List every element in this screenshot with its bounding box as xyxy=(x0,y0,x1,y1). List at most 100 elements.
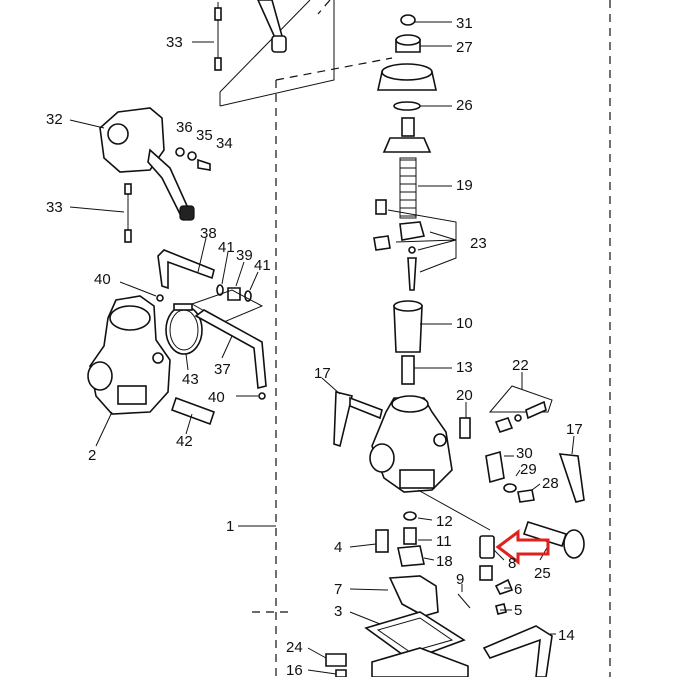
label-25: 25 xyxy=(534,565,551,582)
part-37-hose xyxy=(194,309,267,390)
parts-34-35-36 xyxy=(175,147,211,171)
pin-9 xyxy=(457,593,471,609)
needle-holder-stem xyxy=(401,117,415,137)
pilot-washer xyxy=(514,414,522,422)
housing-boss xyxy=(107,123,129,145)
cable-rod-end-bottom xyxy=(214,57,222,71)
label-41-right: 41 xyxy=(254,257,271,274)
jets-group xyxy=(349,511,435,567)
label-30: 30 xyxy=(516,445,533,462)
part-5-screw xyxy=(495,603,507,615)
part-7-float xyxy=(349,575,439,617)
hose-14 xyxy=(482,625,553,677)
part-26-oring xyxy=(393,101,421,111)
label-27: 27 xyxy=(456,39,473,56)
red-arrow-icon xyxy=(495,529,550,565)
part-43-clamp xyxy=(165,303,203,371)
carb-right-bowl-cover xyxy=(399,469,435,489)
label-16: 16 xyxy=(286,662,303,677)
label-20: 20 xyxy=(456,387,473,404)
needle-jet xyxy=(401,355,415,385)
part-8-group xyxy=(479,535,505,561)
top-cap-stack xyxy=(377,14,452,111)
part-24-plate xyxy=(325,653,347,667)
clip-41-right xyxy=(244,290,252,302)
cable-bracket-line-2 xyxy=(219,0,335,107)
spring-19-coils xyxy=(400,159,416,217)
carb-right-fitting xyxy=(433,433,447,447)
cable-rod-lower-bottom xyxy=(124,229,132,243)
part-3-gasket-bowl xyxy=(349,611,469,677)
highlight-arrow xyxy=(495,529,550,565)
label-9: 9 xyxy=(456,571,464,588)
part-10-throttle-valve xyxy=(393,300,452,353)
choke-knob xyxy=(563,529,585,559)
part-6 xyxy=(494,578,514,595)
label-38: 38 xyxy=(200,225,217,242)
float-7 xyxy=(388,575,439,617)
carb-right-intake xyxy=(369,443,395,473)
clip-40-upper xyxy=(156,294,164,302)
label-3: 3 xyxy=(334,603,342,620)
part-17-hoses xyxy=(321,377,585,503)
dashed-boundary-corner xyxy=(317,0,331,15)
label-35: 35 xyxy=(196,127,213,144)
label-39: 39 xyxy=(236,247,253,264)
carb-left-fitting xyxy=(152,352,164,364)
clamp-43 xyxy=(165,305,203,355)
washer-36 xyxy=(175,147,185,157)
gasket-3-inner xyxy=(376,617,454,653)
right-carburetor-body xyxy=(369,395,491,531)
label-33-lower: 33 xyxy=(46,199,63,216)
fitting-39 xyxy=(227,287,241,301)
needle-clip xyxy=(408,246,416,254)
part-33-lower xyxy=(69,183,132,243)
label-17-right: 17 xyxy=(566,421,583,438)
part-cap-top xyxy=(381,63,433,81)
washer-35 xyxy=(187,151,197,161)
label-5: 5 xyxy=(514,602,522,619)
label-18: 18 xyxy=(436,553,453,570)
label-36: 36 xyxy=(176,119,193,136)
part-22-pilot-screw xyxy=(488,372,553,433)
label-34: 34 xyxy=(216,135,233,152)
cable-rod-end-top xyxy=(214,7,222,21)
label-10: 10 xyxy=(456,315,473,332)
part-27-top xyxy=(395,34,421,46)
part-2-carburetor-left xyxy=(87,295,171,447)
bracket-30 xyxy=(485,450,505,484)
leader-to-25 xyxy=(417,489,491,531)
part-40-upper xyxy=(119,281,164,302)
cable-rod-lower-top xyxy=(124,183,132,195)
label-22: 22 xyxy=(512,357,529,374)
throttle-valve xyxy=(393,305,423,353)
label-24: 24 xyxy=(286,639,303,656)
part-20-screw xyxy=(459,402,471,439)
hose-17-left xyxy=(333,390,353,448)
washer-29 xyxy=(503,483,517,493)
main-jet-11 xyxy=(403,527,417,545)
label-17-left: 17 xyxy=(314,365,331,382)
label-8: 8 xyxy=(508,555,516,572)
part-32-throttle-housing xyxy=(69,107,195,221)
housing-cable-tube xyxy=(147,148,189,216)
part-42-tube xyxy=(170,396,216,435)
clip-41-left xyxy=(216,284,224,296)
pilot-jet-4 xyxy=(375,529,389,553)
clip-40-lower xyxy=(258,392,266,400)
part-31-washer xyxy=(400,14,416,26)
callout-labels: 31 27 26 19 23 10 13 22 20 17 17 30 29 2… xyxy=(46,15,583,677)
float-bowl xyxy=(371,647,469,677)
hose-17-right xyxy=(558,453,585,503)
choke-plunger xyxy=(522,521,568,547)
label-29: 29 xyxy=(520,461,537,478)
carb-right-mouth xyxy=(391,395,429,413)
parts-39-41 xyxy=(190,251,264,323)
label-12: 12 xyxy=(436,513,453,530)
throttle-cable-fitting xyxy=(271,35,287,53)
label-14: 14 xyxy=(558,627,575,644)
label-42: 42 xyxy=(176,433,193,450)
assembly-boundaries xyxy=(252,0,611,677)
